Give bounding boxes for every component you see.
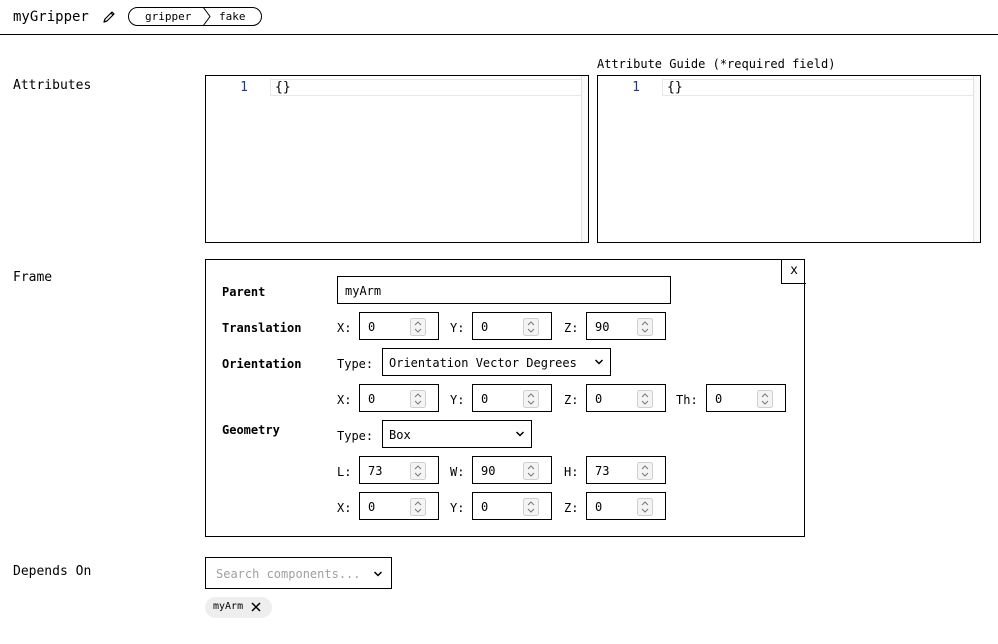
editor-code: {} [667, 80, 683, 95]
attribute-guide-label: Attribute Guide (*required field) [597, 57, 836, 71]
spinner-icon[interactable] [410, 318, 426, 336]
spinner-icon[interactable] [523, 462, 539, 480]
orientation-z-label: Z: [564, 393, 579, 407]
translation-z-value: 90 [595, 320, 610, 334]
geometry-w-value: 90 [481, 464, 496, 478]
geometry-x-value: 0 [368, 500, 376, 514]
geometry-width-input[interactable]: 90 [472, 456, 552, 484]
editor-scrollbar[interactable] [581, 76, 588, 242]
translation-label: Translation [222, 321, 302, 335]
orientation-z-input[interactable]: 0 [586, 384, 666, 412]
search-placeholder: Search components... [216, 567, 361, 581]
frame-label: Frame [13, 270, 53, 285]
geometry-w-label: W: [450, 465, 465, 479]
frame-panel: x Parent myArm Translation X: 0 Y: 0 Z: … [205, 259, 806, 537]
active-line-highlight [270, 79, 587, 96]
geometry-h-label: H: [564, 465, 579, 479]
pencil-icon[interactable] [101, 9, 117, 25]
orientation-y-input[interactable]: 0 [472, 384, 552, 412]
geometry-z-input[interactable]: 0 [586, 492, 666, 520]
parent-input[interactable]: myArm [337, 276, 671, 304]
geometry-l-value: 73 [368, 464, 383, 478]
geometry-type-value: Box [389, 428, 411, 442]
dependency-chip: myArm [205, 597, 272, 618]
geometry-h-value: 73 [595, 464, 610, 478]
orientation-type-select[interactable]: Orientation Vector Degrees [382, 348, 611, 376]
orientation-type-label: Type: [337, 357, 374, 371]
geometry-type-label: Type: [337, 429, 374, 443]
translation-z-label: Z: [564, 321, 579, 335]
x-icon[interactable] [250, 601, 262, 613]
breadcrumb-type: gripper [145, 10, 192, 23]
attributes-editor[interactable]: 1 {} [205, 75, 589, 243]
translation-x-value: 0 [368, 320, 376, 334]
spinner-icon[interactable] [523, 390, 539, 408]
translation-x-label: X: [337, 321, 352, 335]
geometry-z-label: Z: [564, 501, 579, 515]
chevron-down-icon [594, 359, 604, 365]
breadcrumb-model: fake [219, 10, 246, 23]
orientation-z-value: 0 [595, 392, 603, 406]
spinner-icon[interactable] [523, 318, 539, 336]
orientation-y-value: 0 [481, 392, 489, 406]
chevron-down-icon [373, 571, 383, 577]
geometry-l-label: L: [337, 465, 352, 479]
depends-on-label: Depends On [13, 564, 92, 579]
geometry-y-input[interactable]: 0 [472, 492, 552, 520]
parent-label: Parent [222, 285, 266, 299]
spinner-icon[interactable] [410, 462, 426, 480]
spinner-icon[interactable] [523, 498, 539, 516]
orientation-label: Orientation [222, 357, 302, 371]
orientation-y-label: Y: [450, 393, 465, 407]
translation-y-value: 0 [481, 320, 489, 334]
spinner-icon[interactable] [637, 462, 653, 480]
orientation-x-value: 0 [368, 392, 376, 406]
spinner-icon[interactable] [637, 390, 653, 408]
translation-y-input[interactable]: 0 [472, 312, 552, 340]
editor-scrollbar[interactable] [973, 76, 980, 242]
orientation-x-input[interactable]: 0 [359, 384, 439, 412]
spinner-icon[interactable] [410, 498, 426, 516]
line-number: 1 [632, 80, 640, 95]
orientation-th-value: 0 [715, 392, 723, 406]
spinner-icon[interactable] [637, 498, 653, 516]
orientation-th-label: Th: [676, 393, 698, 407]
orientation-type-value: Orientation Vector Degrees [389, 356, 577, 370]
geometry-z-value: 0 [595, 500, 603, 514]
spinner-icon[interactable] [637, 318, 653, 336]
remove-frame-button[interactable]: x [781, 260, 806, 284]
translation-z-input[interactable]: 90 [586, 312, 666, 340]
geometry-x-label: X: [337, 501, 352, 515]
translation-x-input[interactable]: 0 [359, 312, 439, 340]
dependency-chip-label: myArm [213, 601, 244, 612]
translation-y-label: Y: [450, 321, 465, 335]
attributes-label: Attributes [13, 78, 92, 93]
component-type-breadcrumb: gripper fake [128, 6, 262, 27]
geometry-y-label: Y: [450, 501, 465, 515]
active-line-highlight [662, 79, 979, 96]
component-name: myGripper [13, 9, 89, 25]
editor-code[interactable]: {} [275, 80, 291, 95]
geometry-x-input[interactable]: 0 [359, 492, 439, 520]
line-number: 1 [240, 80, 248, 95]
orientation-x-label: X: [337, 393, 352, 407]
geometry-label: Geometry [222, 423, 280, 437]
component-search-select[interactable]: Search components... [205, 557, 392, 589]
spinner-icon[interactable] [410, 390, 426, 408]
chevron-right-icon [202, 6, 214, 27]
geometry-type-select[interactable]: Box [382, 420, 532, 448]
orientation-th-input[interactable]: 0 [706, 384, 786, 412]
geometry-length-input[interactable]: 73 [359, 456, 439, 484]
chevron-down-icon [515, 431, 525, 437]
parent-value: myArm [345, 284, 382, 298]
attribute-guide-editor[interactable]: 1 {} [597, 75, 981, 243]
geometry-y-value: 0 [481, 500, 489, 514]
geometry-height-input[interactable]: 73 [586, 456, 666, 484]
header-divider [0, 34, 998, 35]
spinner-icon[interactable] [757, 390, 773, 408]
